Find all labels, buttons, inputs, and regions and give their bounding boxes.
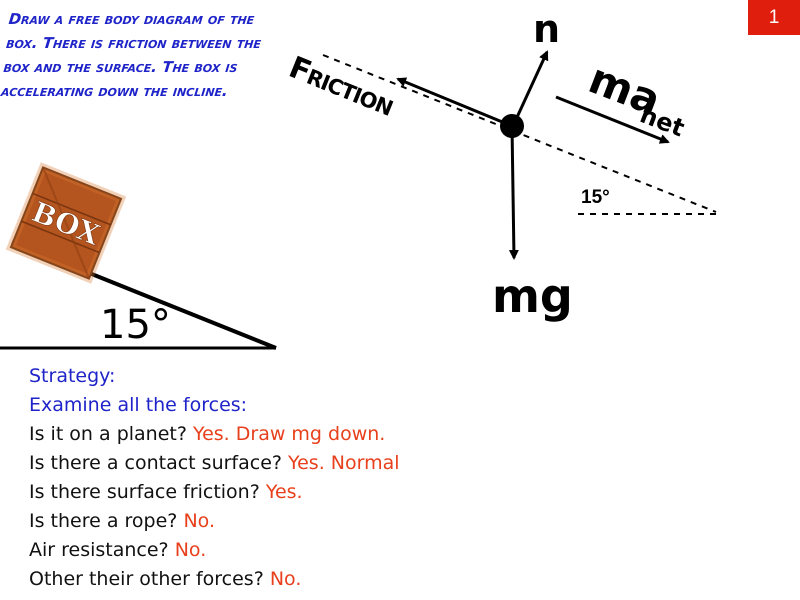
free-body-diagram: n mg Friction ma net 15° — [284, 7, 717, 323]
strategy-item: Air resistance? No. — [29, 536, 400, 565]
net-force-label-subscript: net — [636, 100, 688, 142]
normal-force-label: n — [533, 7, 560, 51]
strategy-answer: No. — [269, 568, 302, 590]
body-point — [500, 114, 524, 138]
strategy-item: Is there surface friction? Yes. — [29, 478, 400, 507]
strategy-question: Air resistance? — [29, 539, 169, 561]
friction-force-arrow — [396, 77, 513, 128]
strategy-answer: No. — [174, 539, 207, 561]
strategy-question: Is there a contact surface? — [29, 452, 282, 474]
strategy-section: Strategy: Examine all the forces: Is it … — [29, 362, 400, 594]
box: BOX — [5, 162, 127, 284]
strategy-heading: Strategy: — [29, 365, 116, 387]
friction-force-label: Friction — [284, 50, 399, 123]
fbd-angle-label: 15° — [581, 187, 610, 208]
incline-angle-label: 15° — [100, 302, 171, 348]
weight-force-label: mg — [492, 269, 573, 323]
strategy-question: Is it on a planet? — [29, 423, 187, 445]
incline-diagram: BOX 15° — [0, 162, 277, 350]
strategy-item: Is it on a planet? Yes. Draw mg down. — [29, 420, 400, 449]
strategy-subheading: Examine all the forces: — [29, 394, 248, 416]
strategy-answer: Yes. Normal — [288, 452, 400, 474]
strategy-answer: Yes. Draw mg down. — [193, 423, 386, 445]
normal-force-arrow — [511, 50, 549, 127]
strategy-question: Is there surface friction? — [29, 481, 260, 503]
weight-force-arrow — [508, 125, 519, 260]
strategy-question: Other their other forces? — [29, 568, 264, 590]
strategy-answer: No. — [183, 510, 215, 532]
strategy-item: Is there a contact surface? Yes. Normal — [29, 449, 400, 478]
strategy-answer: Yes. — [265, 481, 303, 503]
strategy-item: Other their other forces? No. — [29, 565, 400, 594]
strategy-question: Is there a rope? — [29, 510, 178, 532]
strategy-item: Is there a rope? No. — [29, 507, 400, 536]
incline-reference-line — [322, 54, 717, 213]
net-force-arrow — [555, 95, 670, 144]
slide-number: 1 — [748, 0, 800, 35]
